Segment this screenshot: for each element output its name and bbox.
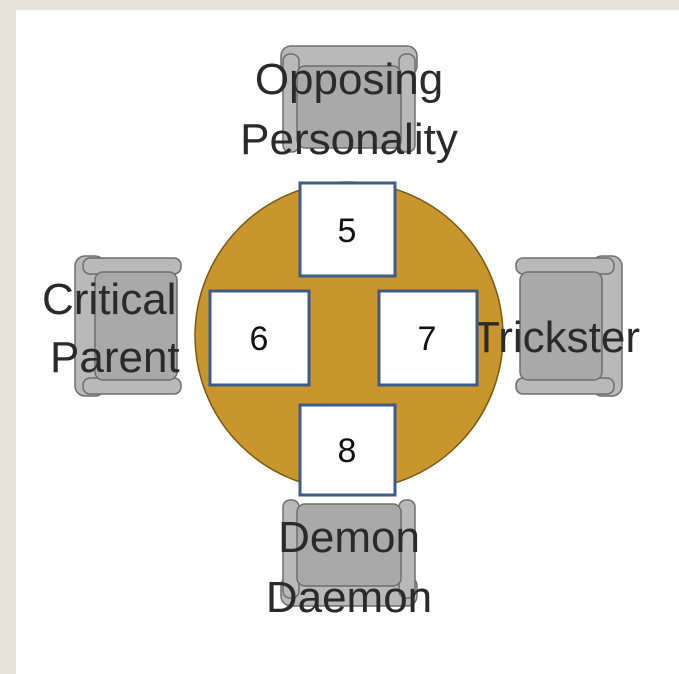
seating-diagram: Opposing Personality Critical Parent Tri… (16, 10, 679, 674)
card-right-number: 7 (418, 320, 437, 358)
label-top-line1: Opposing (255, 55, 443, 104)
card-bottom: 8 (300, 405, 395, 495)
diagram-canvas: Opposing Personality Critical Parent Tri… (16, 10, 679, 674)
card-bottom-number: 8 (338, 432, 357, 470)
card-top: 5 (300, 183, 395, 276)
label-bottom-line2: Daemon (266, 573, 432, 622)
card-left: 6 (210, 291, 309, 385)
card-top-number: 5 (338, 212, 357, 250)
label-top-line2: Personality (240, 115, 458, 164)
card-left-number: 6 (250, 320, 269, 358)
card-right: 7 (379, 291, 477, 385)
label-right: Trickster (473, 313, 640, 362)
label-left-line2: Parent (50, 333, 180, 382)
label-bottom-line1: Demon (278, 513, 420, 562)
label-left-line1: Critical (42, 275, 176, 324)
